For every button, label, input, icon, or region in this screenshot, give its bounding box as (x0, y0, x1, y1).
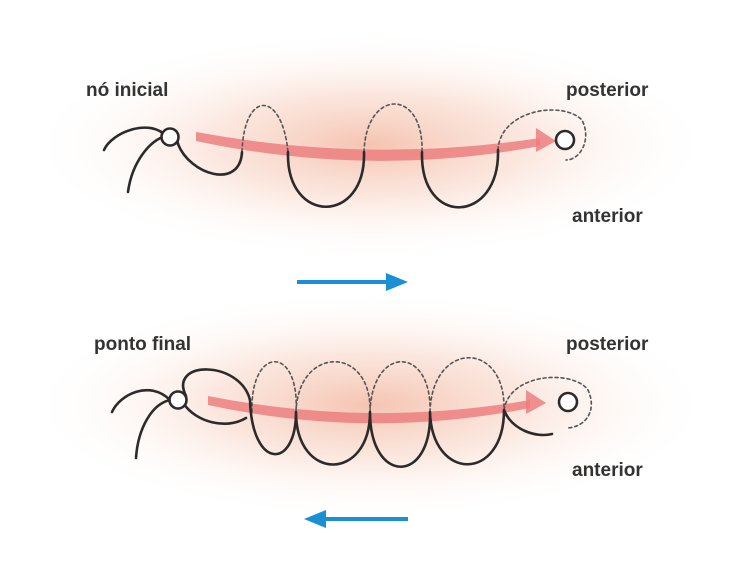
thread-front-upper (176, 142, 500, 209)
thread-front-lower (182, 368, 554, 468)
end-point-label: ponto final (94, 334, 191, 355)
knot-tails-lower (110, 389, 248, 460)
start-knot-label: nó inicial (86, 80, 168, 101)
lower-panel: ponto final posterior anterior (25, 290, 715, 520)
direction-arrow-right (297, 273, 408, 291)
wound-arrow-head-upper (536, 128, 556, 152)
thread-back-upper (241, 103, 587, 161)
wound-arrow-upper (196, 132, 540, 161)
posterior-label-lower: posterior (566, 334, 649, 355)
knot-circle-end-upper (554, 129, 576, 151)
wound-arrow-head-lower (526, 390, 546, 414)
knot-circle-start-upper (160, 127, 180, 147)
thread-back-lower (251, 357, 593, 429)
knot-circle-end-lower (557, 391, 579, 413)
upper-panel: nó inicial posterior anterior (25, 30, 715, 260)
direction-arrow-left (304, 510, 408, 528)
anterior-label-lower: anterior (572, 460, 643, 481)
wound-glow-upper (25, 30, 715, 260)
wound-arrow-lower (208, 396, 530, 424)
knot-circle-start-lower (168, 390, 188, 410)
posterior-label-upper: posterior (566, 80, 649, 101)
anterior-label-upper: anterior (572, 206, 643, 227)
